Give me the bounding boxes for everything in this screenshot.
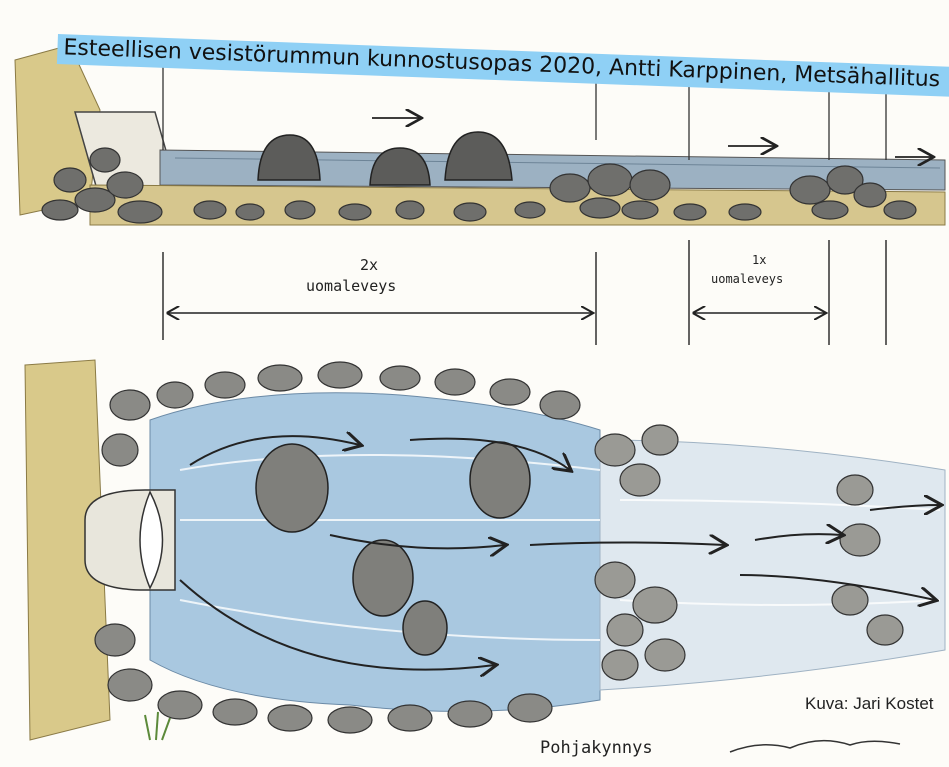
wide-multiplier: 2x — [360, 256, 378, 274]
wide-label: uomaleveys — [306, 277, 396, 295]
caption-pohjakynnys: Pohjakynnys — [540, 738, 653, 758]
signature-icon — [730, 741, 900, 752]
dimension-lines — [163, 240, 886, 345]
narrow-multiplier: 1x — [752, 253, 766, 267]
narrow-label: uomaleveys — [711, 272, 783, 286]
photo-credit: Kuva: Jari Kostet — [805, 694, 934, 714]
plan-view — [25, 360, 945, 740]
culvert-pipe-icon — [85, 490, 175, 590]
